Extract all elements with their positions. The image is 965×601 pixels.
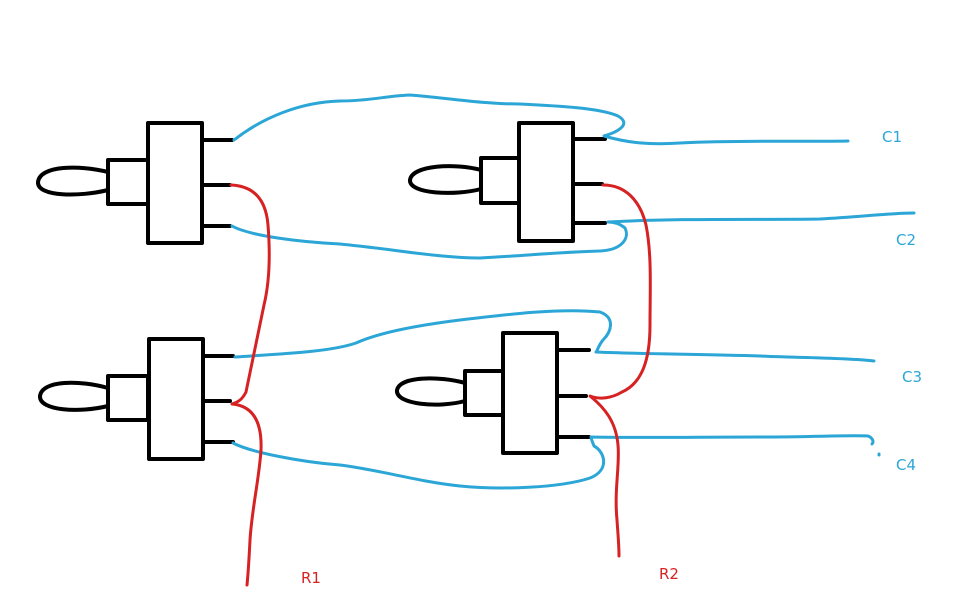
wire-c1 [232, 93, 850, 146]
column-label-c2: C2 [896, 231, 917, 249]
switch-body [147, 337, 205, 461]
toggle-switch-bottom-left [38, 337, 235, 461]
switch-collar [106, 374, 150, 422]
switch-collar [479, 156, 521, 205]
wire-c2 [230, 211, 916, 260]
column-label-c3: C3 [902, 368, 923, 386]
switch-collar [463, 369, 505, 417]
wire-r1 [229, 183, 271, 587]
switch-body [517, 121, 575, 243]
switch-body [501, 331, 559, 455]
column-label-c1: C1 [882, 128, 903, 146]
switch-collar [106, 158, 150, 206]
toggle-switch-bottom-right [395, 331, 591, 455]
wire-r2 [588, 183, 652, 558]
switch-lever [36, 165, 110, 197]
switch-lever [395, 376, 467, 407]
switch-lever [408, 164, 483, 195]
wire-c4 [231, 434, 875, 490]
toggle-switch-top-right [408, 121, 607, 243]
column-label-c4: C4 [896, 456, 917, 474]
toggle-switch-top-left [36, 121, 234, 245]
switch-body [146, 121, 204, 245]
row-label-r2: R2 [659, 565, 679, 583]
wire-c3 [233, 309, 876, 363]
row-label-r1: R1 [301, 569, 321, 587]
switch-lever [38, 380, 110, 412]
